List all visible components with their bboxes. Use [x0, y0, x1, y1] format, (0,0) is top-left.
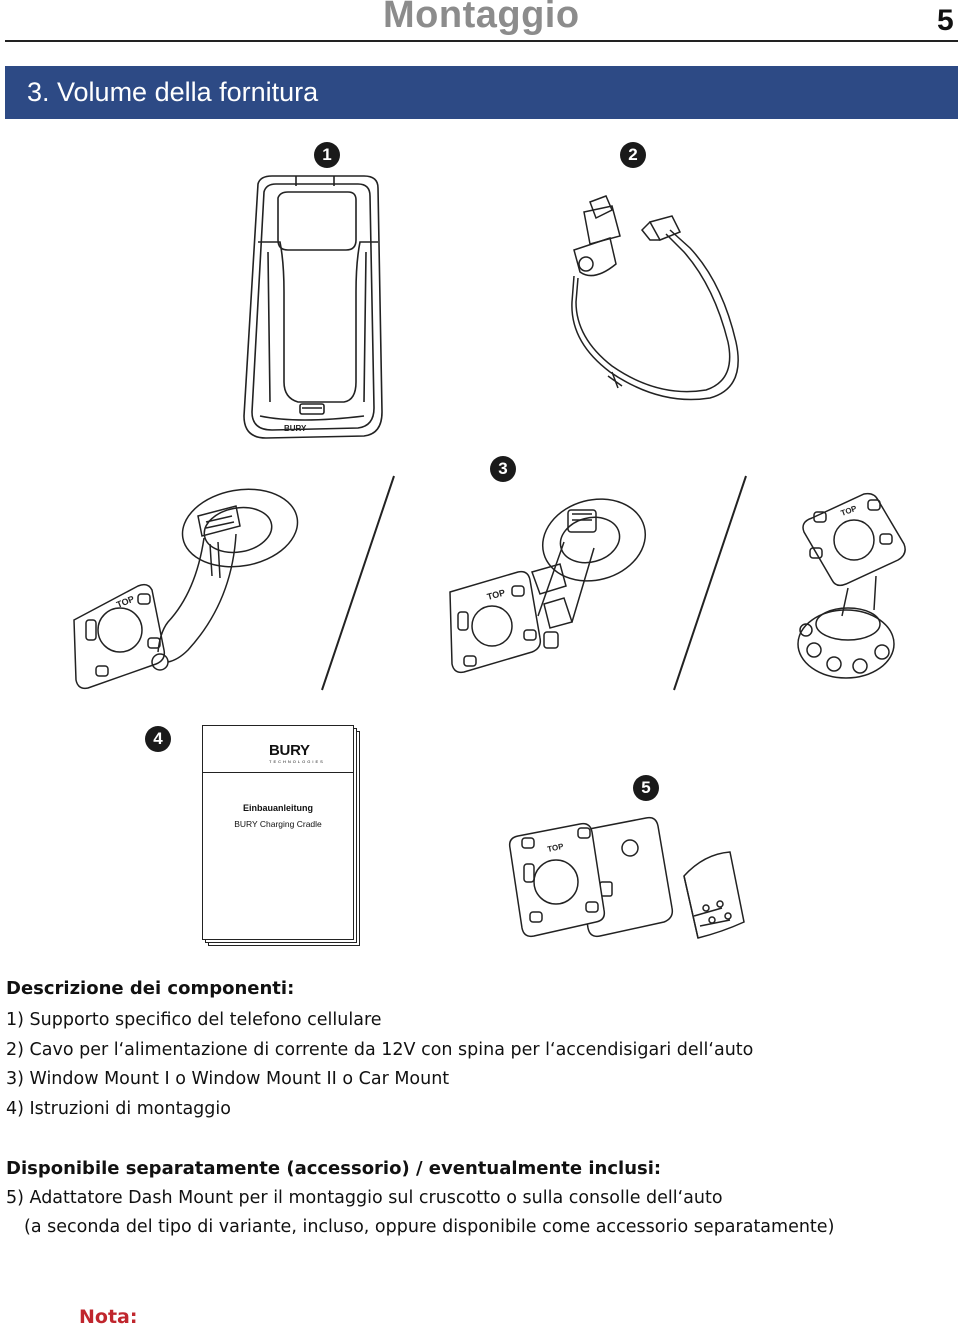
- charging-cable-illustration: [550, 192, 750, 418]
- divider-slash: [670, 472, 750, 694]
- section-banner: 3. Volume della fornitura: [5, 66, 958, 119]
- section-title: 3. Volume della fornitura: [27, 77, 319, 107]
- callout-4: 4: [145, 726, 171, 752]
- callout-3: 3: [490, 456, 516, 482]
- booklet-logo-subtitle: TECHNOLOGIES: [269, 759, 325, 764]
- page-header-title: Montaggio: [383, 0, 580, 36]
- car-mount-illustration: TOP: [790, 492, 914, 682]
- window-mount-2-illustration: TOP: [444, 492, 670, 688]
- instruction-booklet: BURY TECHNOLOGIES Einbauanleitung BURY C…: [202, 725, 354, 940]
- booklet-divider: [203, 772, 353, 773]
- component-item-1: 1) Supporto specifico del telefono cellu…: [6, 1010, 382, 1030]
- components-heading: Descrizione dei componenti:: [6, 978, 295, 999]
- booklet-logo: BURY: [269, 742, 310, 759]
- callout-5: 5: [633, 775, 659, 801]
- plate-top-label: TOP: [840, 504, 859, 518]
- dash-mount-adapter-illustration: TOP: [508, 812, 758, 942]
- component-item-2: 2) Cavo per l‘alimentazione di corrente …: [6, 1040, 754, 1060]
- booklet-subtitle: BURY Charging Cradle: [234, 819, 322, 829]
- window-mount-1-illustration: TOP: [68, 482, 312, 688]
- callout-2: 2: [620, 142, 646, 168]
- component-item-4: 4) Istruzioni di montaggio: [6, 1099, 231, 1119]
- note-label: Nota:: [79, 1306, 138, 1328]
- component-item-3: 3) Window Mount I o Window Mount II o Ca…: [6, 1069, 450, 1089]
- page-number: 5: [937, 4, 954, 37]
- plate-top-label: TOP: [486, 588, 506, 602]
- callout-1: 1: [314, 142, 340, 168]
- plate-top-label: TOP: [547, 842, 565, 854]
- phone-cradle-illustration: BURY: [238, 172, 388, 442]
- divider-slash: [318, 472, 398, 694]
- header-divider: [5, 40, 958, 42]
- accessory-item-5-note: (a seconda del tipo di variante, incluso…: [24, 1217, 835, 1237]
- cradle-brand-text: BURY: [284, 424, 307, 433]
- booklet-title: Einbauanleitung: [242, 803, 313, 813]
- accessory-item-5: 5) Adattatore Dash Mount per il montaggi…: [6, 1188, 723, 1208]
- available-separately-heading: Disponibile separatamente (accessorio) /…: [6, 1158, 662, 1179]
